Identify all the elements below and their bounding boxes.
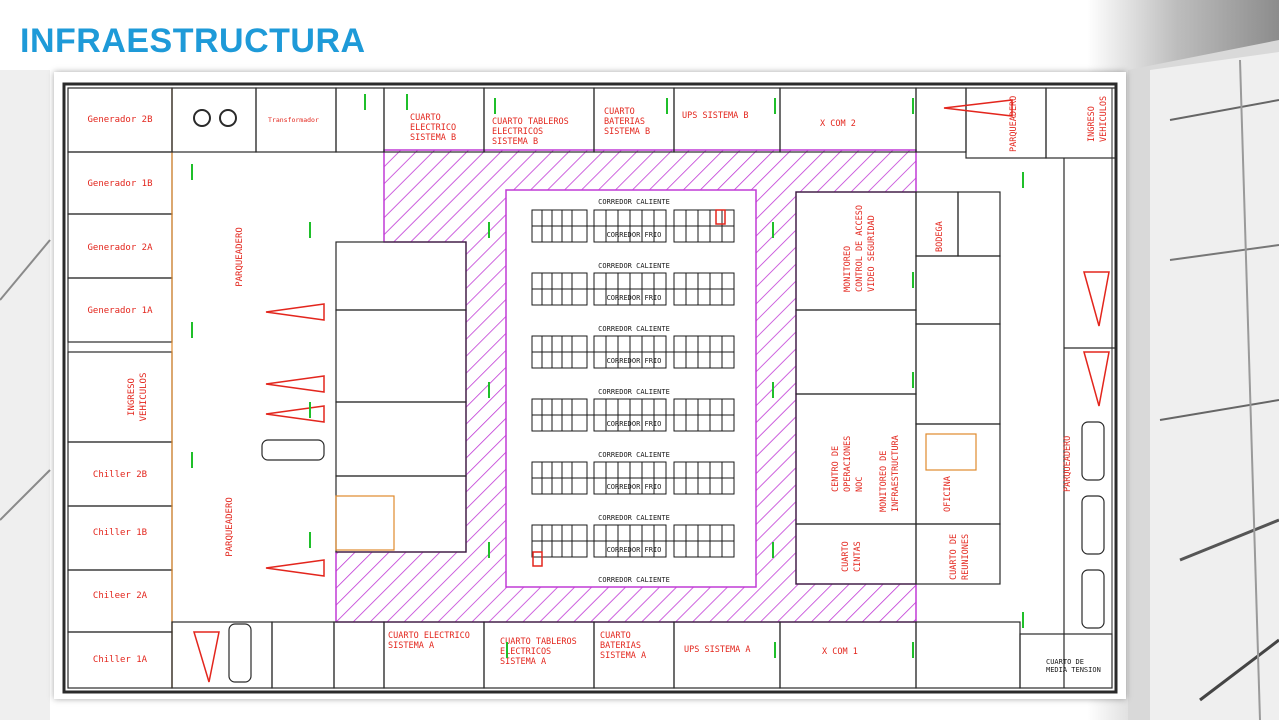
right-wing-labels: INGRESO VEHICULOS PARQUEADERO PARQUEADER… [831,96,1109,580]
floor-plan: CORREDOR CALIENTE CORREDOR FRIO CORREDOR… [54,72,1126,699]
hot-aisle-label: CORREDOR CALIENTE [598,451,670,459]
cold-aisle-label: CORREDOR FRIO [607,483,662,491]
cuarto-tableros-a-l3: SISTEMA A [500,657,546,667]
cuarto-baterias-b-l2: BATERIAS [604,117,645,127]
traffic-arrows [192,99,1110,683]
cold-aisle-label: CORREDOR FRIO [607,294,662,302]
top-row-labels: Transformador CUARTO ELECTRICO SISTEMA B… [268,107,856,147]
monitoreo-infra-l1: MONITOREO DE [879,451,889,512]
hot-aisle-label: CORREDOR CALIENTE [598,576,670,584]
staging-zone [335,495,395,551]
xcom2-label: X COM 2 [820,119,856,129]
oficina-label: OFICINA [943,476,953,512]
left-wing-rooms [67,87,173,689]
cuarto-electrico-b-l3: SISTEMA B [410,133,456,143]
chiller-1a-label: Chiller 1A [93,655,148,665]
transformador-label: Transformador [268,116,319,124]
floor-plan-drawing: CORREDOR CALIENTE CORREDOR FRIO CORREDOR… [62,82,1118,694]
cuarto-tableros-b-l2: ELECTRICOS [492,127,543,137]
cuarto-baterias-b-l1: CUARTO [604,107,635,117]
cold-aisle-label: CORREDOR FRIO [607,231,662,239]
page-title: INFRAESTRUCTURA [20,22,366,60]
cuarto-reuniones-l1: CUARTO DE [949,534,959,580]
cuarto-tableros-b-l1: CUARTO TABLEROS [492,117,569,127]
bottom-row-rooms [171,621,1113,689]
cuarto-baterias-a-l2: BATERIAS [600,641,641,651]
ups-a-label: UPS SISTEMA A [684,645,751,655]
media-tension-l1: CUARTO DE [1046,658,1084,666]
bottom-row-labels: CUARTO ELECTRICO SISTEMA A CUARTO TABLER… [388,631,1101,674]
left-parqueadero-bottom: PARQUEADERO [225,497,235,557]
parking-vehicles [228,421,1105,683]
right-parqueadero-bottom: PARQUEADERO [1063,436,1073,492]
generator-1a-label: Generador 1A [87,306,153,316]
rack-marker-bottom [532,551,543,567]
left-ingreso-line2: VEHICULOS [139,373,149,422]
monitoreo-acceso-l2: CONTROL DE ACCESO [855,205,865,292]
ups-b-label: UPS SISTEMA B [682,111,749,121]
hot-aisle-label: CORREDOR CALIENTE [598,514,670,522]
cuarto-tableros-a-l1: CUARTO TABLEROS [500,637,577,647]
generator-fans [193,109,237,127]
hot-aisle-label: CORREDOR CALIENTE [598,198,670,206]
hot-aisle-label: CORREDOR CALIENTE [598,325,670,333]
rack-marker-top [715,209,726,225]
generator-2b-label: Generador 2B [87,115,152,125]
cuarto-electrico-a-l1: CUARTO ELECTRICO [388,631,470,641]
cuarto-tableros-b-l3: SISTEMA B [492,137,538,147]
centro-operaciones-l1: CENTRO DE [831,446,841,492]
right-parqueadero-top: PARQUEADERO [1009,96,1019,152]
generator-2a-label: Generador 2A [87,243,153,253]
cuarto-electrico-b-l2: ELECTRICO [410,123,456,133]
hot-aisle-label: CORREDOR CALIENTE [598,388,670,396]
cuarto-baterias-a-l1: CUARTO [600,631,631,641]
cuarto-reuniones-l2: REUNIONES [961,534,971,580]
inner-left-rooms [335,241,467,553]
left-wing-labels: Generador 2B Generador 1B Generador 2A G… [87,115,245,665]
cuarto-electrico-a-l2: SISTEMA A [388,641,434,651]
cold-aisle-label: CORREDOR FRIO [607,357,662,365]
cold-aisle-label: CORREDOR FRIO [607,420,662,428]
cuarto-electrico-b-l1: CUARTO [410,113,441,123]
right-wing-rooms [1063,158,1116,688]
server-racks [531,209,735,558]
outer-wall [62,82,1118,694]
right-ingreso-l2: VEHICULOS [1099,96,1109,142]
cold-aisle-label: CORREDOR FRIO [607,546,662,554]
inner-right-rooms [795,191,1001,585]
left-ingreso-line1: INGRESO [127,378,137,416]
equipment-tags [191,94,1024,658]
bodega-label: BODEGA [935,221,945,252]
top-row-rooms [171,87,1117,159]
cuarto-baterias-b-l3: SISTEMA B [604,127,650,137]
centro-operaciones-l3: NOC [855,477,865,492]
hot-aisle-label: CORREDOR CALIENTE [598,262,670,270]
generator-1b-label: Generador 1B [87,179,152,189]
chiller-2a-label: Chileer 2A [93,591,148,601]
xcom1-label: X COM 1 [822,647,858,657]
monitoreo-acceso-l1: MONITOREO [843,246,853,292]
media-tension-l2: MEDIA TENSION [1046,666,1101,674]
cuarto-cintas-l1: CUARTO [841,541,851,572]
cuarto-tableros-a-l2: ELECTRICOS [500,647,551,657]
chiller-2b-label: Chiller 2B [93,470,147,480]
right-ingreso-l1: INGRESO [1087,106,1097,142]
cuarto-cintas-l2: CINTAS [853,541,863,572]
monitoreo-infra-l2: INFRAESTRUCTURA [891,435,901,512]
cuarto-baterias-a-l3: SISTEMA A [600,651,646,661]
left-parqueadero-top: PARQUEADERO [235,227,245,287]
monitoreo-acceso-l3: VIDEO SEGURIDAD [867,215,877,292]
centro-operaciones-l2: OPERACIONES [843,436,853,492]
chiller-1b-label: Chiller 1B [93,528,147,538]
aisle-labels: CORREDOR CALIENTE CORREDOR FRIO CORREDOR… [598,198,670,584]
